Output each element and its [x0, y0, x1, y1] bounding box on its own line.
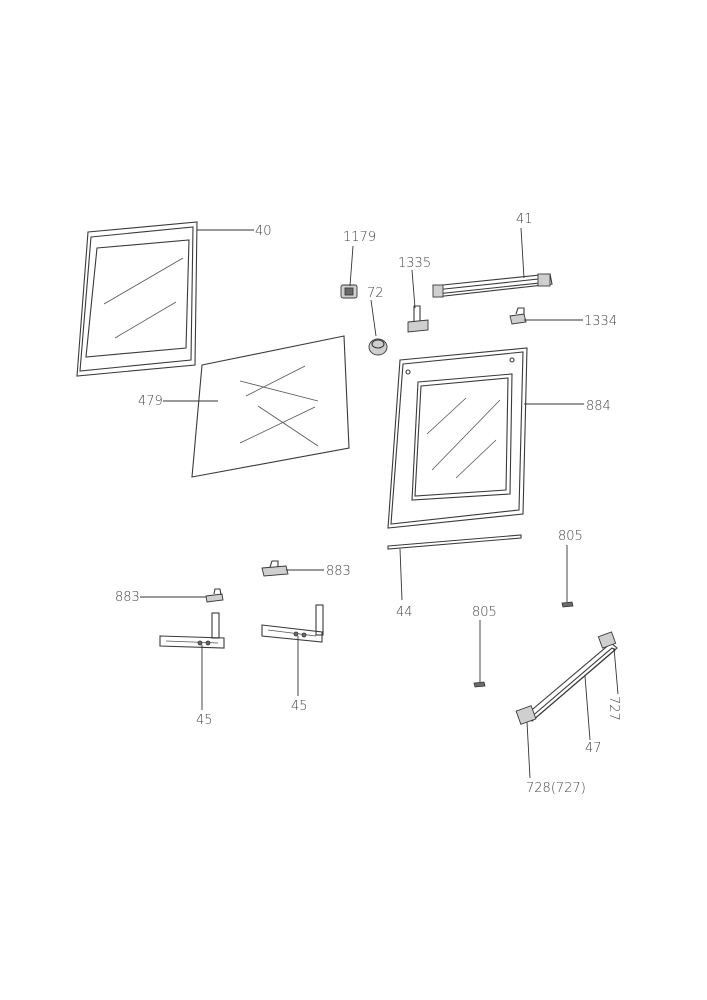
part-labels: 40 41 1179 1335 72 1334 479 884 805 883 … — [115, 212, 621, 796]
part-72-bumper — [368, 338, 388, 356]
part-884-door-assembly — [387, 347, 528, 529]
part-1179-clip — [340, 284, 358, 299]
part-44-bottom-strip — [387, 534, 522, 550]
label-727: 727 — [606, 696, 621, 721]
part-1334-bracket — [509, 307, 527, 325]
part-41-door-profile — [432, 273, 553, 298]
label-883-right: 883 — [326, 564, 351, 579]
label-1179: 1179 — [343, 230, 376, 245]
label-72: 72 — [367, 286, 384, 301]
label-1334: 1334 — [584, 314, 617, 329]
leader-lines — [140, 227, 619, 779]
part-883-hinge-clip-left — [205, 588, 224, 603]
label-40: 40 — [255, 224, 272, 239]
part-805-screw-right — [561, 601, 574, 608]
label-728: 728(727) — [526, 781, 586, 796]
label-805-right: 805 — [558, 529, 583, 544]
part-883-hinge-clip-right — [261, 560, 289, 577]
part-45-hinge-right — [261, 604, 324, 643]
part-45-hinge-left — [159, 612, 225, 649]
part-40-outer-glass — [76, 221, 198, 377]
label-1335: 1335 — [398, 256, 431, 271]
label-45-right: 45 — [291, 699, 308, 714]
label-41: 41 — [516, 212, 533, 227]
label-805-left: 805 — [472, 605, 497, 620]
label-45-left: 45 — [196, 713, 213, 728]
label-884: 884 — [586, 399, 611, 414]
label-47: 47 — [585, 741, 602, 756]
part-805-screw-left — [473, 681, 486, 688]
label-479: 479 — [138, 394, 163, 409]
label-44: 44 — [396, 605, 413, 620]
part-479-inner-glass — [191, 335, 350, 478]
label-883-left: 883 — [115, 590, 140, 605]
part-1335-bracket — [407, 305, 429, 333]
part-47-door-handle — [515, 631, 618, 725]
